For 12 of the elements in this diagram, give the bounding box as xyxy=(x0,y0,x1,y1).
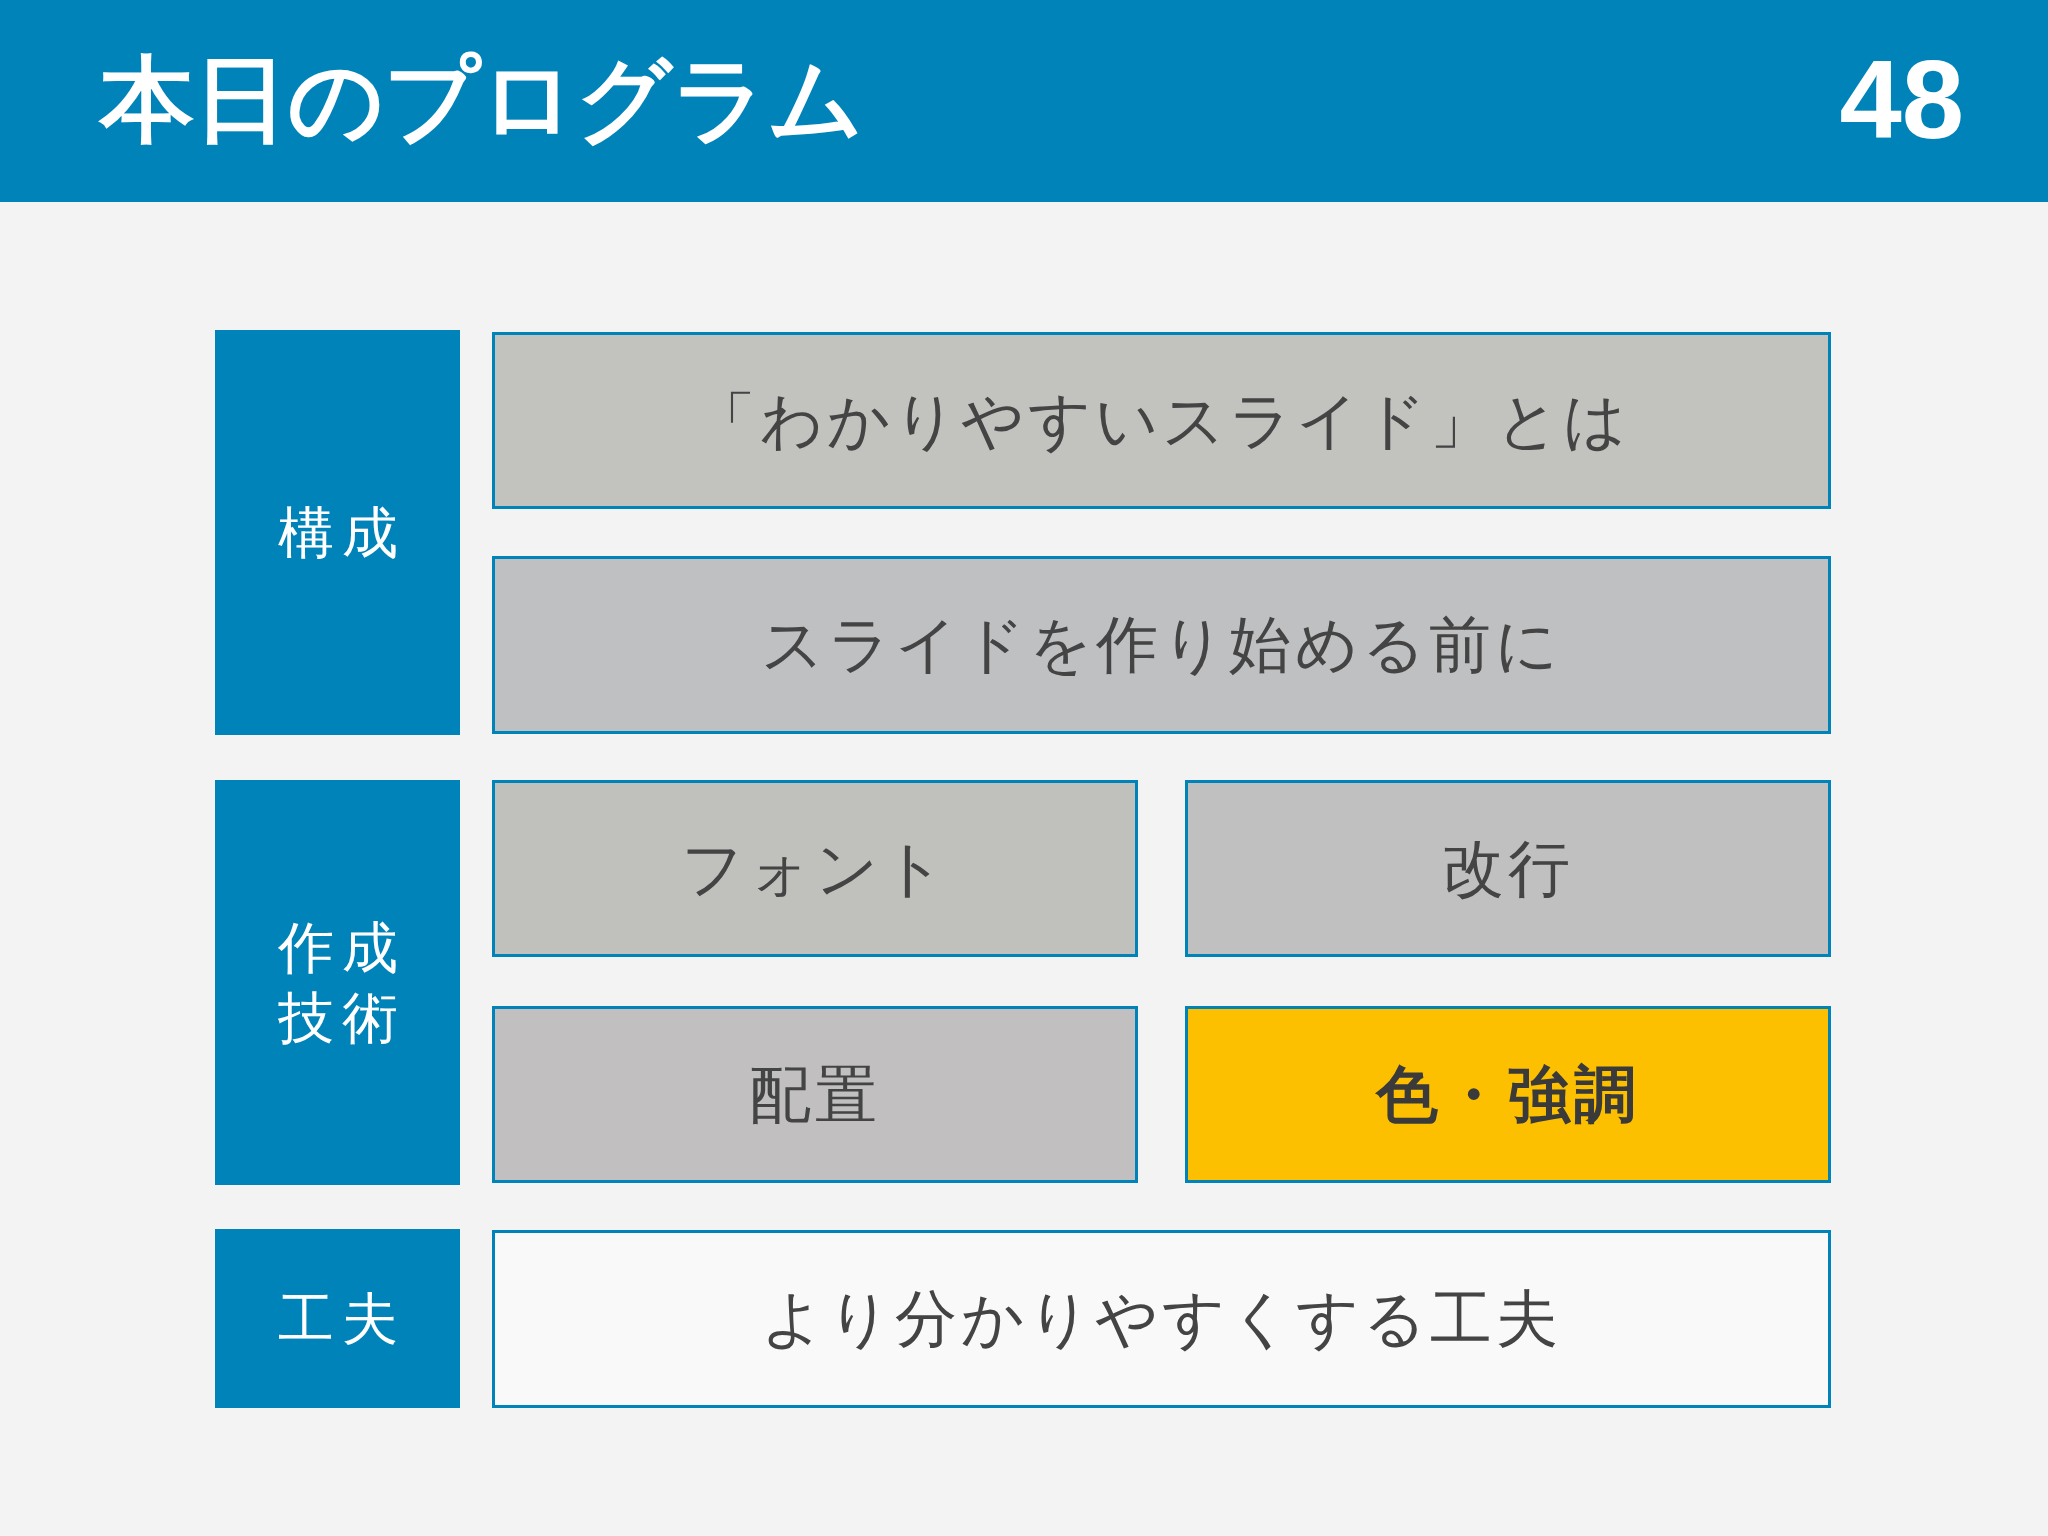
page-number: 48 xyxy=(1839,40,1964,160)
slide-title: 本日のプログラム xyxy=(100,44,864,156)
topic-box: 改行 xyxy=(1185,780,1831,957)
topic-box: フォント xyxy=(492,780,1138,957)
highlighted-topic-box: 色・強調 xyxy=(1185,1006,1831,1183)
topic-box: 「わかりやすいスライド」とは xyxy=(492,332,1831,509)
topic-box: スライドを作り始める前に xyxy=(492,556,1831,734)
topic-box: より分かりやすくする工夫 xyxy=(492,1230,1831,1408)
section-band: 作成技術 xyxy=(215,780,460,1185)
section-band: 工夫 xyxy=(215,1229,460,1408)
topic-box: 配置 xyxy=(492,1006,1138,1183)
section-band: 構成 xyxy=(215,330,460,735)
